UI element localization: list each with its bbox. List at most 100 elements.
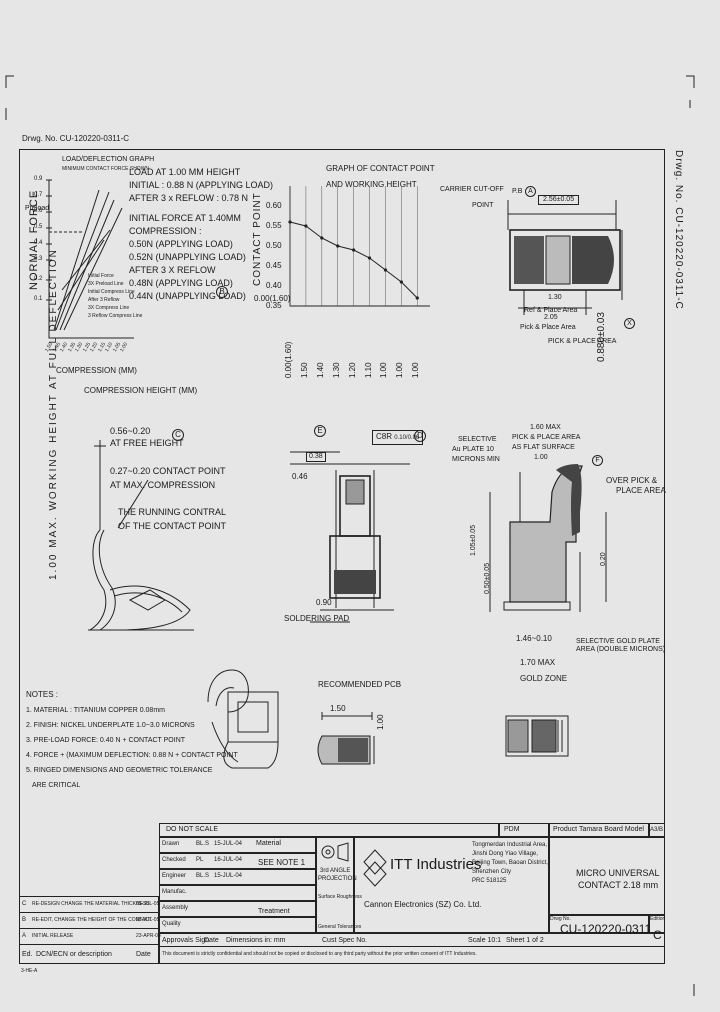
contact-ytick-label: 0.50 (266, 241, 282, 250)
rev-footer-ed: Ed. (22, 951, 33, 958)
sheet-label: Sheet 1 of 2 (506, 937, 544, 944)
force-graph-subtitle: MINIMUM CONTACT FORCE SHOWN (62, 166, 150, 172)
right-view-dim-100: 1.00 (534, 454, 548, 461)
force-legend-item: Initial Force (88, 273, 114, 279)
carrier-p-label: P.B (512, 188, 523, 195)
drawing-title-1: MICRO UNIVERSAL (576, 868, 660, 878)
force-legend-item: 3 Reflow Compress Line (88, 313, 143, 319)
contact-chart-point (352, 248, 356, 252)
approval-row (159, 869, 316, 885)
contact-xtick-label: 1.30 (331, 362, 341, 378)
force-legend-item: Initial Compress Line (88, 289, 135, 295)
side-view-dim-1-sub: AT FREE HEIGHT (110, 438, 184, 448)
address-line: Tongmerdan Industrial Area, (472, 842, 548, 848)
iso-view-contact (207, 669, 279, 769)
corner-code: 3-HE-A (21, 968, 38, 974)
contact-xtick-label: 1.20 (347, 362, 357, 378)
right-view-marker-f: F (592, 455, 603, 466)
note-item: 3. PRE-LOAD FORCE: 0.40 N + CONTACT POIN… (26, 737, 186, 744)
carrier-pad-2: Pick & Place Area (520, 324, 576, 331)
force-ytick-label: 0.5 (34, 224, 43, 230)
contact-ytick-label: 0.55 (266, 221, 282, 230)
right-view-dim-146: 1.46~0.10 (516, 634, 552, 643)
force-ytick-label: 0.9 (34, 176, 43, 182)
drg-no-cell (549, 915, 649, 933)
contact-chart-point (336, 244, 340, 248)
right-view-sel-plate-2: AREA (DOUBLE MICRONS) (576, 646, 666, 653)
material-value: SEE NOTE 1 (258, 858, 306, 867)
side-view-dim-1: 0.56~0.20 (110, 426, 151, 436)
product-cell: Product Tamara Board Model (549, 823, 649, 837)
note-item: 4. FORCE + (MAXIMUM DEFLECTION: 0.88 N +… (26, 752, 238, 759)
side-view-note-1: THE RUNNING CONTRAL (118, 507, 227, 517)
side-view-marker: C (172, 429, 184, 441)
revision-desc: RE-DESIGN CHANGE THE MATERIAL THICKNESS (32, 901, 150, 907)
revision-desc: RE-EDIT, CHANGE THE HEIGHT OF THE CONTAC… (32, 917, 152, 923)
approval-role: Assembly (162, 905, 189, 911)
right-view-contact (489, 464, 607, 612)
material-label: Material (256, 840, 281, 847)
right-view-dim-v1: 1.05±0.05 (470, 524, 477, 556)
company-cell (354, 837, 549, 933)
force-ytick-label: 0.3 (34, 256, 43, 262)
force-ytick-label: 0.7 (34, 192, 43, 198)
notes-title: NOTES : (26, 690, 59, 699)
contact-chart-point (399, 280, 403, 284)
side-view-note-2: OF THE CONTACT POINT (118, 521, 227, 531)
approval-date: 15-JUL-04 (214, 873, 243, 879)
soldering-pad-label: SOLDERING PAD (284, 614, 350, 623)
contact-ytick-label: 0.60 (266, 201, 282, 210)
pcb-pad (317, 712, 375, 765)
contact-ytick-label: 0.40 (266, 281, 282, 290)
do-not-scale: DO NOT SCALE (159, 823, 499, 837)
title-cell (549, 837, 665, 915)
side-view-title: 1.00 MAX. WORKING HEIGHT AT FULL DEFLECT… (48, 248, 59, 580)
address-line: PRC 518125 (472, 878, 507, 884)
carrier-dim-b: 2.05 (544, 314, 558, 321)
contact-chart-title-1: GRAPH OF CONTACT POINT (326, 164, 435, 173)
revision-ed: A (22, 933, 27, 939)
front-view-dim-bottom: 0.90 (316, 598, 332, 607)
approval-row (159, 917, 316, 933)
bottom-row (159, 933, 665, 947)
force-graph (46, 179, 134, 339)
load-notes: LOAD AT 1.00 MM HEIGHT INITIAL : 0.88 N … (129, 167, 273, 302)
carrier-label-2: POINT (472, 202, 494, 209)
load-note-6: 0.50N (APPLYING LOAD) (129, 239, 233, 249)
sheet-size-cell: A3/B (649, 823, 665, 837)
carrier-dim-top: 2.56±0.05 (538, 195, 580, 205)
projection-label-1: 3rd ANGLE (320, 868, 351, 874)
side-view-dim-2-sub: AT MAX. COMPRESSION (110, 480, 216, 490)
address-line: Jinshi Dong Yiao Village, (472, 851, 538, 857)
force-graph-xlabel: COMPRESSION (MM) (56, 366, 137, 375)
load-note-4: INITIAL FORCE AT 1.40MM (129, 213, 241, 223)
right-view-dim-170: 1.70 MAX (520, 658, 556, 667)
approval-role: Checked (162, 857, 186, 863)
side-view-dim-2: 0.27~0.20 CONTACT POINT (110, 466, 226, 476)
load-note-3: AFTER 3 x REFLOW : 0.78 N (129, 193, 249, 203)
treatment-label: Treatment (258, 908, 290, 915)
projection-symbol-icon (321, 842, 349, 862)
note-item: 1. MATERIAL : TITANIUM COPPER 0.08mm (26, 707, 165, 714)
force-legend-item: 3X Preload Line (88, 281, 124, 287)
force-legend-item: After 3 Reflow (88, 297, 120, 303)
load-note-marker: B (216, 286, 228, 298)
carrier-drawing (507, 200, 623, 315)
contact-ytick-label: 0.35 (266, 301, 282, 310)
edition-value: C (653, 928, 662, 942)
side-view-contact (88, 440, 194, 631)
approval-row (159, 901, 316, 917)
note-item: 2. FINISH: NICKEL UNDERPLATE 1.0~3.0 MIC… (26, 722, 195, 729)
contact-xtick-label: 1.00 (379, 362, 389, 378)
disclaimer: This document is strictly confidential a… (162, 951, 477, 957)
force-graph-title: LOAD/DEFLECTION GRAPH (62, 156, 155, 163)
revision-date: 23-APR-04 (136, 933, 161, 939)
right-view-pick-2: PICK & PLACE AREA (512, 434, 581, 441)
contact-chart-point (383, 268, 388, 272)
revision-ed: B (22, 917, 27, 923)
pcb-dim-w: 1.50 (330, 704, 346, 713)
compression-height-label: COMPRESSION HEIGHT (MM) (84, 386, 198, 395)
contact-chart-title-2: AND WORKING HEIGHT (326, 180, 417, 189)
